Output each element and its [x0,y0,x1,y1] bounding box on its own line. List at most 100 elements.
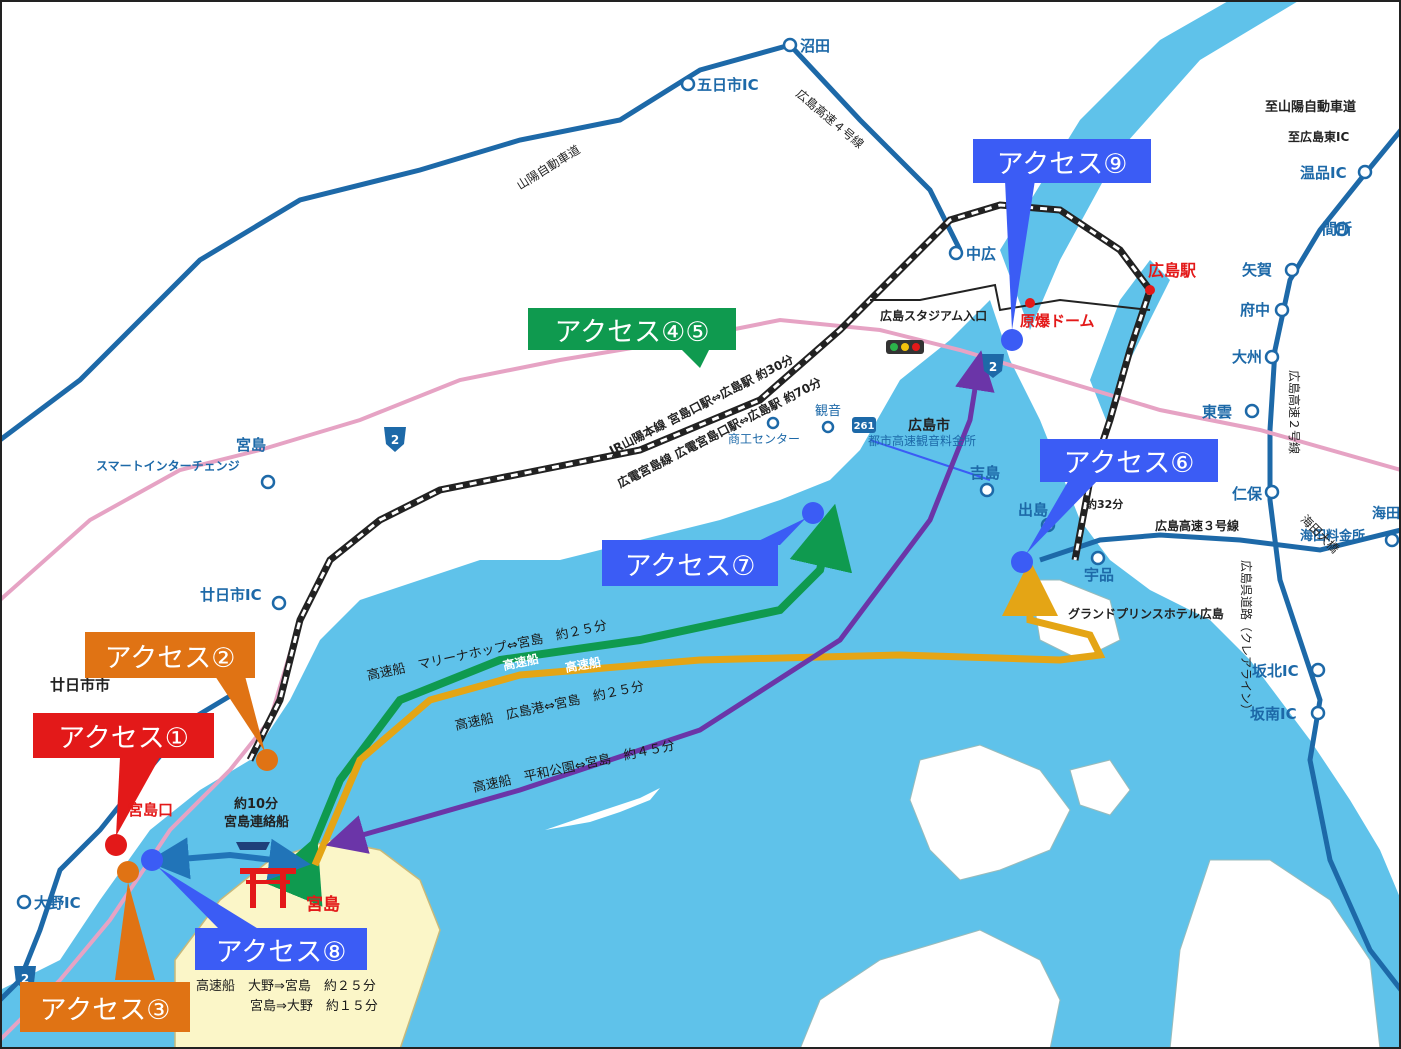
nakahiro-marker [948,245,964,261]
ono-ic-marker [16,894,32,910]
label-miyajima: 宮島 [306,894,340,915]
route2-shield-east: 2 [982,354,1004,378]
label-kannon: 観音 [815,403,841,419]
label-ono-line2: 宮島⇒大野 約１５分 [250,998,378,1014]
miyajima-smart-ic-marker [260,474,276,490]
itsukaichi-ic-marker [680,76,696,92]
purple-ferry-route [325,350,995,854]
label-atomic-dome: 原爆ドーム [1020,312,1095,330]
label-numata: 沼田 [800,37,830,55]
label-sakakita-ic: 坂北IC [1252,662,1299,680]
label-hiroshima-city: 広島市 [908,417,950,434]
ujina-marker [1090,550,1106,566]
ferry-icon [236,842,270,850]
label-hiroshima-exp2: 広島高速２号線 [1287,370,1302,454]
label-shoko-center: 商工センター [728,431,800,446]
sakaminami-marker [1310,705,1326,721]
label-nakahiro: 中広 [966,245,996,263]
yoshijima-marker [979,482,995,498]
callout-access-6[interactable]: アクセス⑥ [1040,439,1218,482]
callout-access-3[interactable]: アクセス③ [20,982,190,1032]
label-ono-ic: 大野IC [34,894,81,912]
callout3-pointer [115,882,155,980]
shoko-marker [766,416,780,430]
label-hatsukaichi-ic: 廿日市IC [200,586,262,604]
callout9-pointer [1005,180,1035,330]
red-labels: 広島駅 原爆ドーム 宮島口 宮島 [128,261,1197,915]
kannon-marker [821,420,835,434]
label-to-hiroshima-higashi: 至広島東IC [1288,129,1349,144]
yaga-marker [1284,262,1300,278]
label-ono-line1: 高速船 大野⇒宮島 約２５分 [196,978,376,994]
callout7-pointer [750,518,806,545]
dark-labels: 至山陽自動車道 至広島東IC 広島市 広島スタジアム入口 広島高速３号線 グラン… [50,99,1356,830]
label-hiroshima-exp3: 広島高速３号線 [1155,518,1239,533]
access1-dot[interactable] [105,834,127,856]
label-miyajimaguchi: 宮島口 [128,801,173,819]
island-southeast [1169,859,1381,1049]
label-ujina-exit: 出島 [1018,501,1048,519]
label-to-sanyo: 至山陽自動車道 [1265,99,1356,115]
label-miyajima-ic-2: スマートインターチェンジ [96,459,240,473]
callout45-pointer [680,348,710,368]
hiroshima-station-dot [1145,285,1155,295]
sanyo-expressway [0,42,791,442]
label-gold-boat: 高速船 [564,654,602,675]
label-yaga: 矢賀 [1242,261,1272,279]
atomic-dome-dot [1025,298,1035,308]
label-hiroshima-station: 広島駅 [1148,261,1197,280]
label-hatsukaichi-city: 廿日市市 [50,676,110,694]
access7-dot[interactable] [802,502,824,524]
access6-dot[interactable] [1011,551,1033,573]
fuchu-marker [1274,302,1290,318]
kaida-marker [1384,532,1400,548]
access2-dot[interactable] [256,749,278,771]
sakakita-marker [1310,662,1326,678]
callout-access-8[interactable]: アクセス⑧ [195,928,367,970]
svg-text:2: 2 [391,433,399,447]
label-sakaminami-ic: 坂南IC [1250,705,1297,723]
niho-marker [1264,484,1280,500]
magari-marker [1334,221,1350,237]
station-markers [16,37,1400,910]
label-toll: 都市高速観音料金所 [868,433,976,448]
label-shinonome: 東雲 [1202,403,1232,421]
label-magari: 間所 [1322,220,1352,238]
ozu-marker [1264,349,1280,365]
label-ferry-name: 宮島連絡船 [224,814,289,830]
numata-marker [782,37,798,53]
label-ozu: 大州 [1232,348,1262,366]
access8-dot[interactable] [141,849,163,871]
route2-shield-west: 2 [384,427,406,452]
label-fuchu: 府中 [1240,301,1270,319]
shinonome-marker [1244,403,1260,419]
svg-text:2: 2 [21,972,29,986]
callout2-pointer [215,676,265,752]
callout-access-7[interactable]: アクセス⑦ [602,540,778,586]
label-onsen-ic: 温品IC [1300,164,1347,182]
svg-text:2: 2 [989,360,997,374]
label-crea-line: 広島呉道路（クレアライン） [1239,560,1254,716]
access9-dot[interactable] [1001,329,1023,351]
label-ferry-time: 約10分 [234,796,278,812]
callout-access-9[interactable]: アクセス⑨ [973,139,1151,183]
access3-dot[interactable] [117,861,139,883]
hiroshima-exp3 [1039,527,1401,563]
torii-icon [240,868,296,908]
island-small [1069,759,1131,816]
callout6-pointer [1026,478,1100,554]
hiroshima-exp4 [788,43,963,252]
callout1-pointer [116,757,160,836]
hiroden-line [870,283,1151,312]
label-itsukaichi-ic: 五日市IC [697,76,759,94]
label-niho: 仁保 [1232,485,1263,503]
callout-access-1[interactable]: アクセス① [33,713,214,758]
hatsukaichi-ic-marker [271,595,287,611]
label-approx32: 約32分 [1086,497,1123,511]
onsen-ic-marker [1357,164,1373,180]
callout-access-45[interactable]: アクセス④⑤ [528,308,736,350]
label-ujina: 宇品 [1084,566,1114,584]
callout-access-2[interactable]: アクセス② [85,632,255,678]
